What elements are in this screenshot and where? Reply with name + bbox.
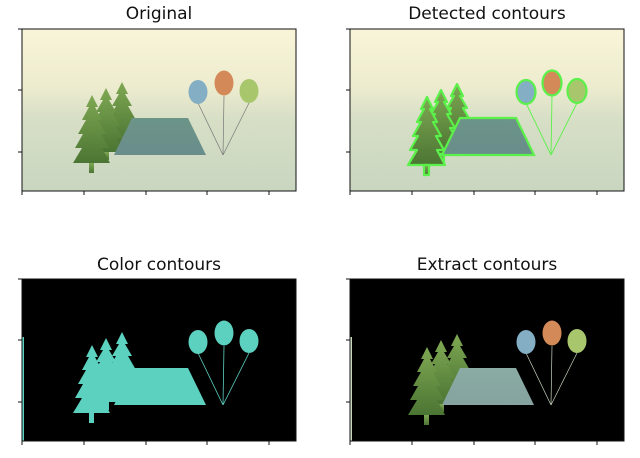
balloon-icon [239, 329, 259, 353]
balloon-icon [542, 320, 562, 346]
balloon-icon [541, 69, 563, 97]
axes-frame [349, 278, 625, 442]
panel-detected [349, 28, 625, 192]
panel-title-color: Color contours [97, 255, 221, 275]
balloon-strings [197, 95, 250, 156]
balloon-icon [188, 80, 208, 104]
trapezoid-shape [114, 368, 206, 405]
panel-title-original: Original [125, 4, 193, 24]
axes-frame [21, 278, 297, 442]
trapezoid-shape [442, 368, 534, 405]
panel-title-detected: Detected contours [408, 4, 566, 24]
axis-ticks [18, 28, 598, 445]
balloon-icon [214, 70, 234, 96]
panel-original [21, 28, 297, 192]
panel-title-extract: Extract contours [416, 255, 558, 275]
background-sky [22, 29, 296, 191]
background-black [22, 279, 296, 441]
axes-frame [21, 28, 297, 192]
axes-frame [349, 28, 625, 192]
balloon-icon [567, 329, 587, 353]
panel-extract [349, 278, 625, 442]
panel-color [21, 278, 297, 442]
balloon-icon [188, 330, 208, 354]
balloon-icon [566, 77, 588, 105]
balloon-strings [525, 345, 578, 406]
trapezoid-shape [440, 116, 536, 157]
edge-strip [350, 337, 352, 441]
balloon-icon [214, 320, 234, 346]
balloon-icon [516, 330, 536, 354]
balloon-icon [239, 79, 259, 103]
background-sky [350, 29, 624, 191]
balloon-icon [515, 78, 537, 106]
balloon-strings [197, 345, 250, 406]
balloon-strings [525, 95, 578, 156]
background-black [350, 279, 624, 441]
edge-strip [22, 337, 24, 441]
trapezoid-shape [114, 118, 206, 155]
